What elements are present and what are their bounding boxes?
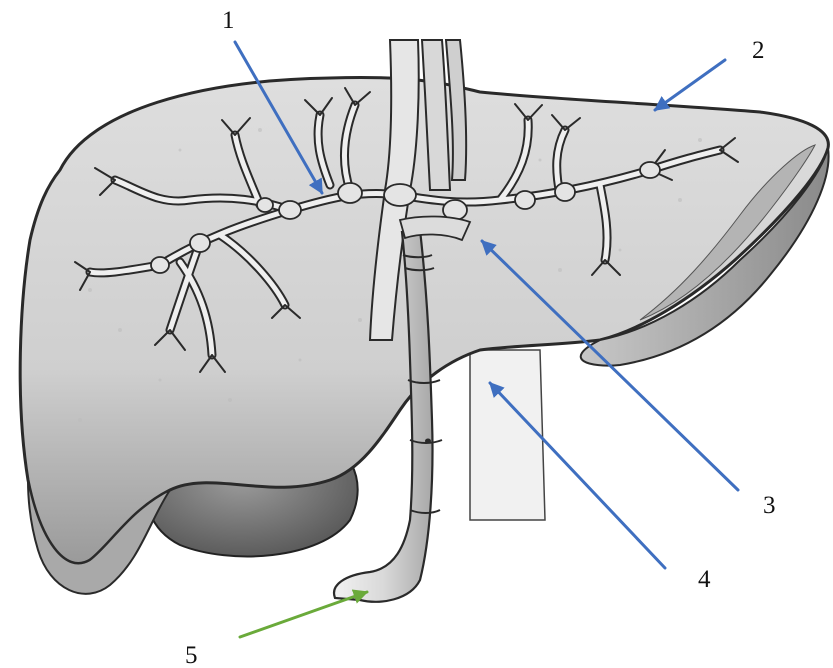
vessel-stump [470, 350, 545, 520]
label-2: 2 [752, 37, 765, 64]
label-3: 3 [763, 492, 776, 519]
label-4: 4 [698, 566, 711, 593]
label-5: 5 [185, 642, 198, 668]
arrow-icon [240, 592, 367, 637]
label-1: 1 [222, 7, 235, 34]
arrow-icon [655, 60, 725, 110]
